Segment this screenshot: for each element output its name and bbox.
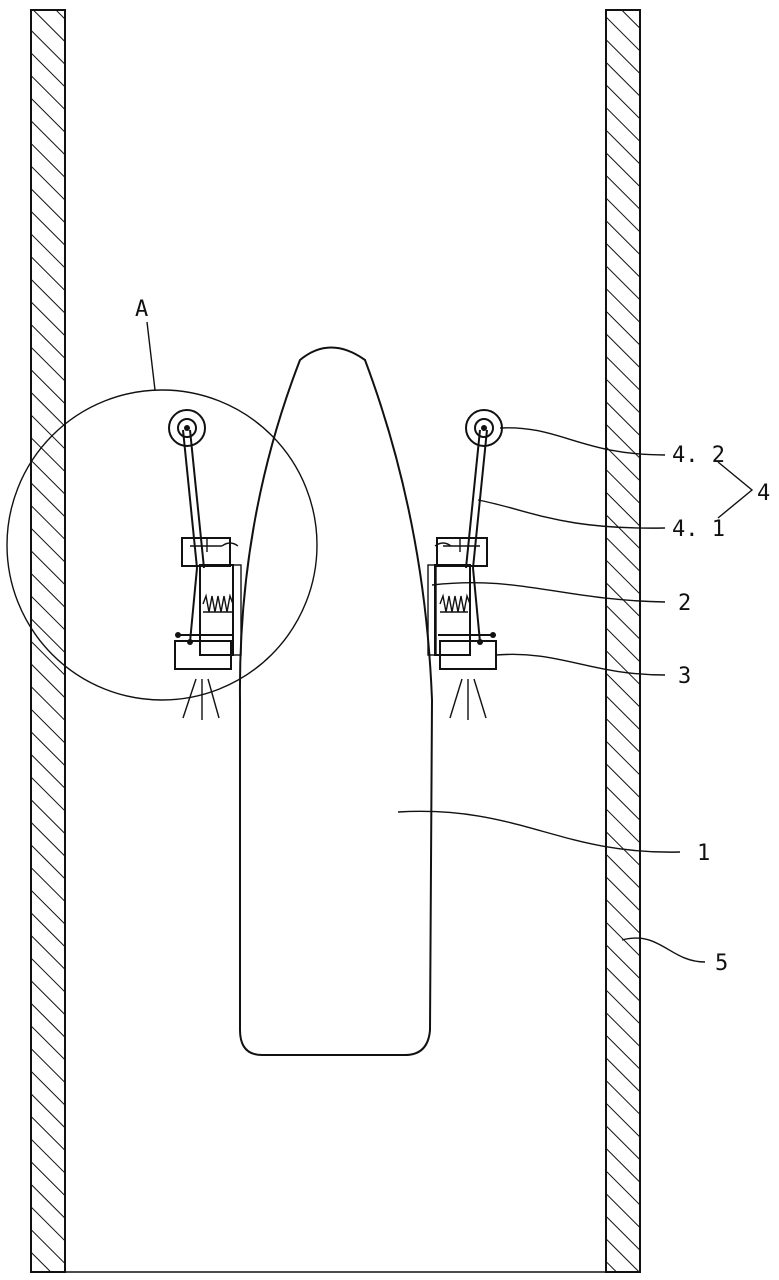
label-4-2: 4. 2 [672, 443, 725, 468]
label-1: 1 [697, 841, 710, 866]
leader-4-brace [718, 462, 752, 518]
left-bracket [182, 538, 230, 566]
right-spring [440, 596, 470, 612]
detail-a-leader [147, 322, 155, 390]
label-4-1: 4. 1 [672, 517, 725, 542]
main-body [240, 348, 432, 1056]
label-2: 2 [678, 591, 691, 616]
label-5: 5 [715, 951, 728, 976]
right-bracket [437, 538, 487, 566]
pipe-wall-left [31, 10, 65, 1272]
left-mechanism [169, 410, 241, 720]
pipe-wall-right [606, 10, 640, 1272]
label-3: 3 [678, 664, 691, 689]
left-spring [203, 596, 233, 612]
right-mechanism [428, 410, 502, 720]
label-4: 4 [757, 481, 770, 506]
label-a: A [135, 297, 148, 322]
